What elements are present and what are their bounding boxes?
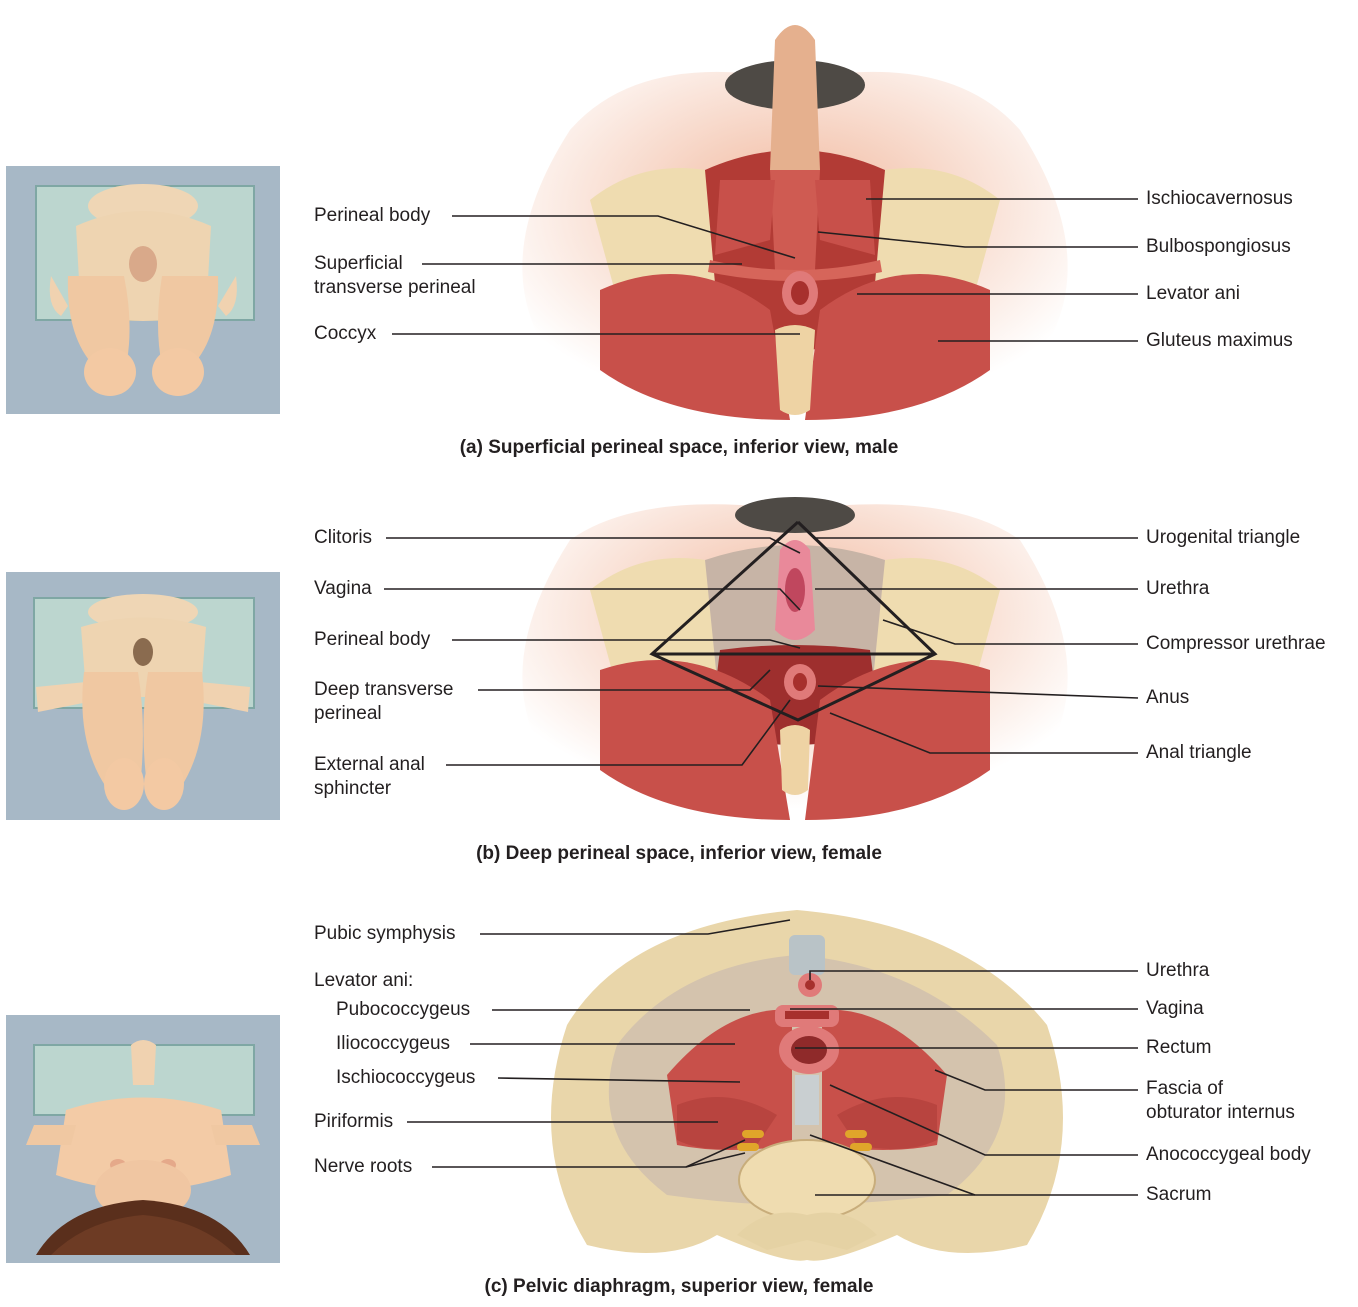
label-nerve-roots: Nerve roots bbox=[314, 1155, 412, 1179]
label-iliococcygeus: Iliococcygeus bbox=[336, 1032, 450, 1056]
label-urethra-b: Urethra bbox=[1146, 577, 1209, 601]
caption-panel-a: (a) Superficial perineal space, inferior… bbox=[0, 437, 1358, 459]
label-perineal-body-a: Perineal body bbox=[314, 204, 430, 228]
label-pubococcygeus: Pubococcygeus bbox=[336, 998, 470, 1022]
label-rectum: Rectum bbox=[1146, 1036, 1211, 1060]
label-anus: Anus bbox=[1146, 686, 1189, 710]
label-levator-ani-heading: Levator ani: bbox=[314, 969, 413, 993]
illustration-female-deep-perineum bbox=[490, 470, 1100, 835]
label-superficial-transverse-perineal: Superficial transverse perineal bbox=[314, 252, 476, 300]
label-deep-transverse-perineal: Deep transverse perineal bbox=[314, 678, 453, 726]
label-anococcygeal-body: Anococcygeal body bbox=[1146, 1143, 1311, 1167]
label-vagina-b: Vagina bbox=[314, 577, 372, 601]
label-piriformis: Piriformis bbox=[314, 1110, 393, 1134]
label-perineal-body-b: Perineal body bbox=[314, 628, 430, 652]
label-ischiocavernosus: Ischiocavernosus bbox=[1146, 187, 1293, 211]
label-external-anal-sphincter: External anal sphincter bbox=[314, 753, 425, 801]
label-pubic-symphysis: Pubic symphysis bbox=[314, 922, 456, 946]
label-coccyx: Coccyx bbox=[314, 322, 376, 346]
label-vagina-c: Vagina bbox=[1146, 997, 1204, 1021]
illustration-pelvic-diaphragm bbox=[527, 905, 1087, 1275]
label-bulbospongiosus: Bulbospongiosus bbox=[1146, 235, 1291, 259]
label-urogenital-triangle: Urogenital triangle bbox=[1146, 526, 1300, 550]
thumbnail-female-lithotomy bbox=[6, 572, 280, 820]
label-urethra-c: Urethra bbox=[1146, 959, 1209, 983]
label-gluteus-maximus: Gluteus maximus bbox=[1146, 329, 1293, 353]
label-anal-triangle: Anal triangle bbox=[1146, 741, 1252, 765]
label-sacrum: Sacrum bbox=[1146, 1183, 1211, 1207]
label-levator-ani-a: Levator ani bbox=[1146, 282, 1240, 306]
label-ischiococcygeus: Ischiococcygeus bbox=[336, 1066, 475, 1090]
label-fascia-obturator-internus: Fascia of obturator internus bbox=[1146, 1077, 1295, 1125]
thumbnail-female-supine bbox=[6, 1015, 280, 1263]
label-compressor-urethrae: Compressor urethrae bbox=[1146, 632, 1326, 656]
caption-panel-b: (b) Deep perineal space, inferior view, … bbox=[0, 843, 1358, 865]
illustration-male-superficial-perineum bbox=[490, 10, 1100, 430]
thumbnail-male-lithotomy bbox=[6, 166, 280, 414]
caption-panel-c: (c) Pelvic diaphragm, superior view, fem… bbox=[0, 1276, 1358, 1298]
label-clitoris: Clitoris bbox=[314, 526, 372, 550]
